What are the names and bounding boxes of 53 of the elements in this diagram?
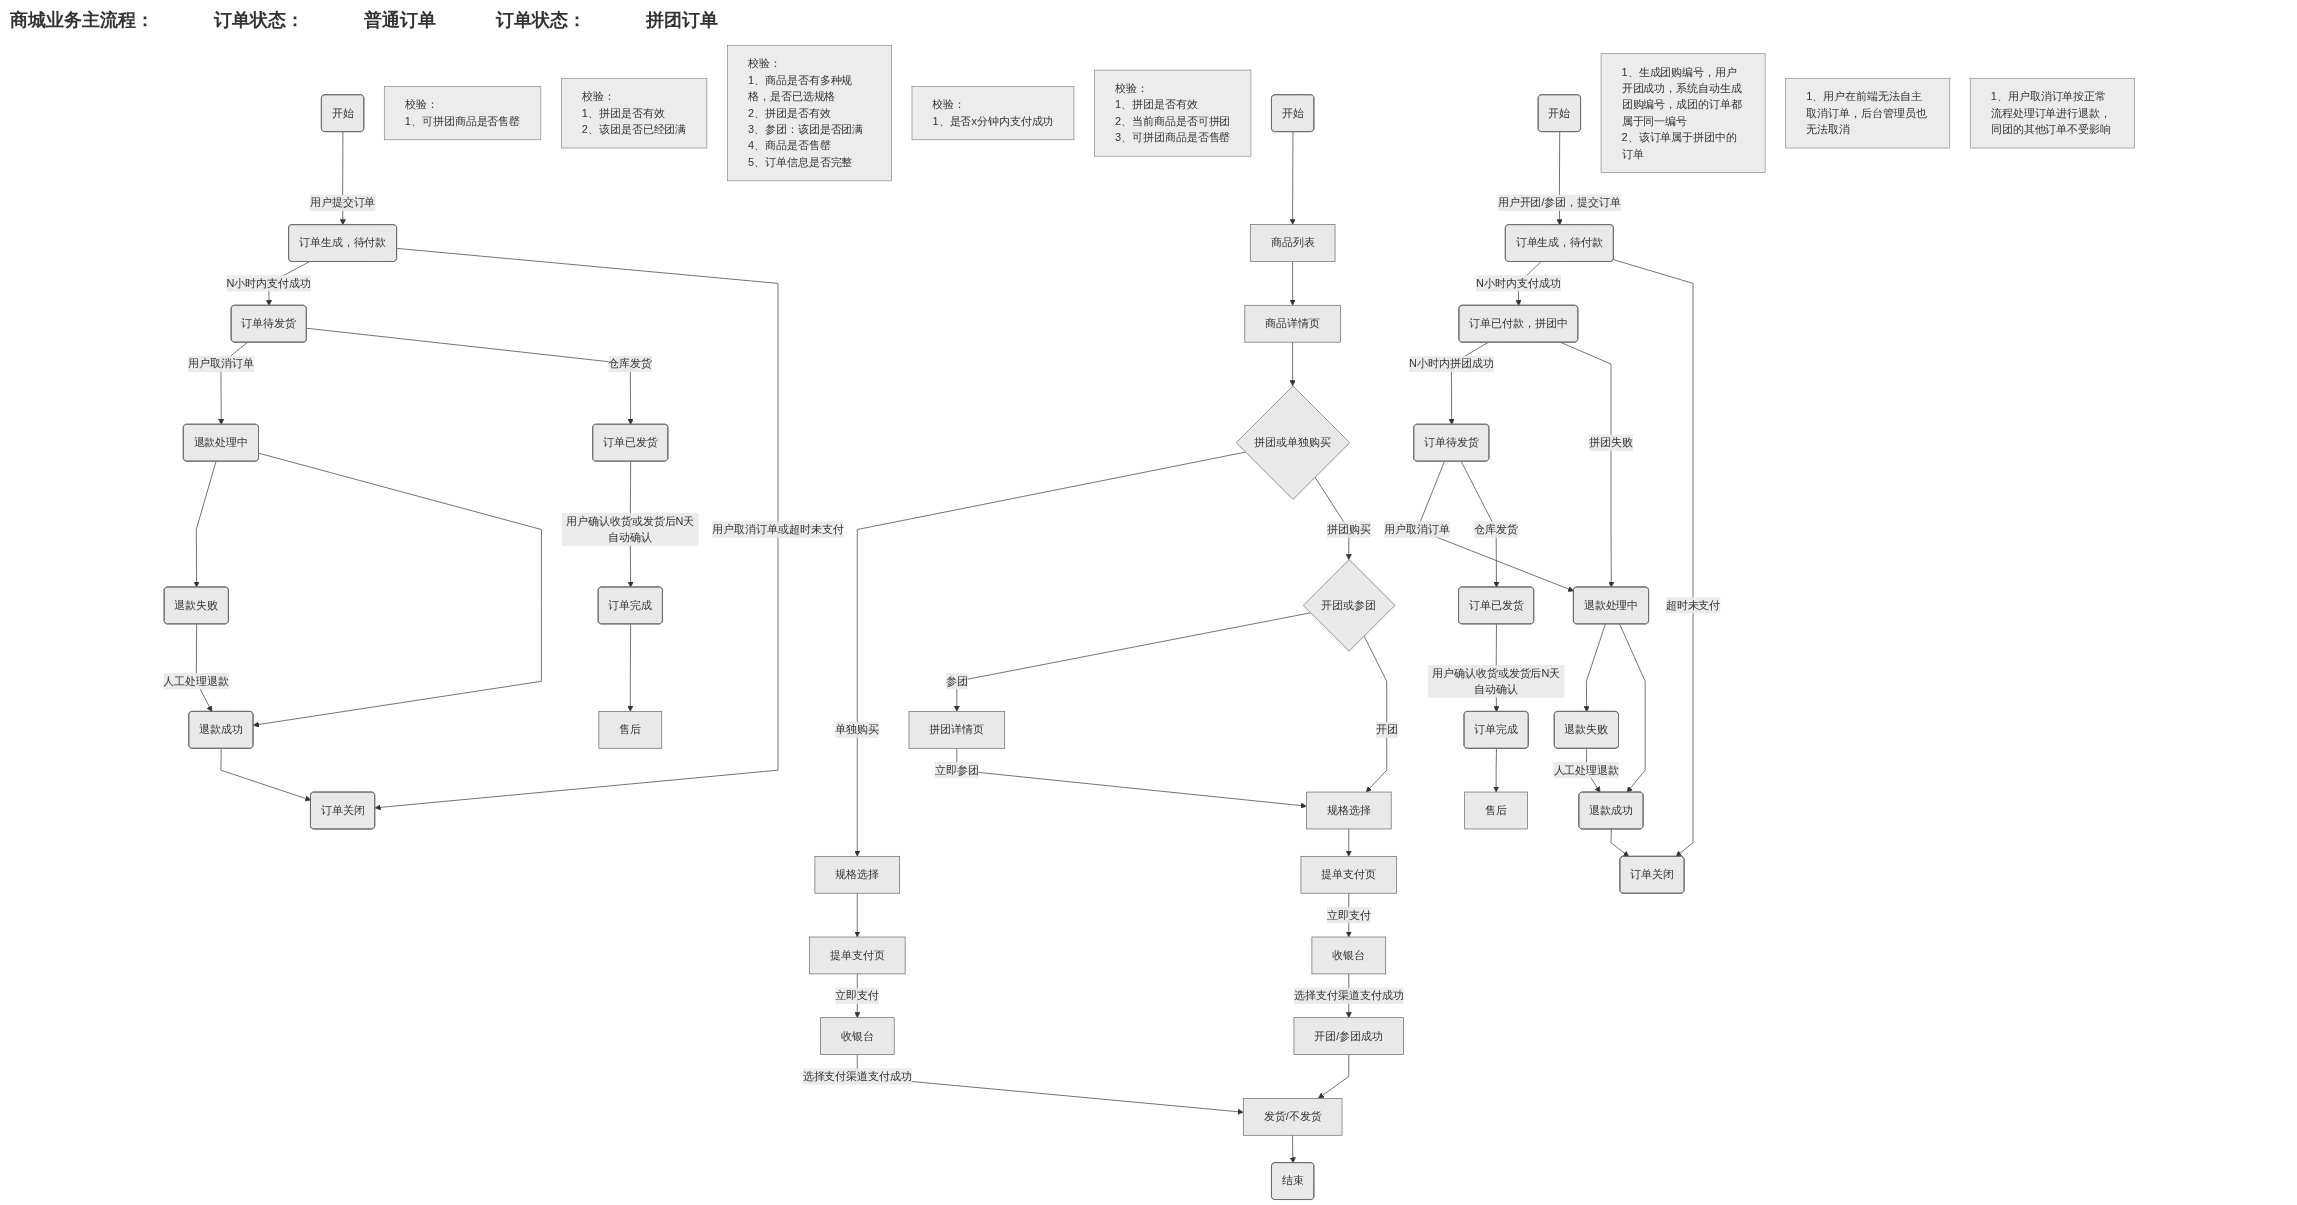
node-box: 1、用户取消订单按正常流程处理订单进行退款，同团的其他订单不受影响 — [1969, 77, 2135, 149]
node-diamond: 拼团或单独购买 — [1235, 385, 1350, 500]
node-box: 规格选择 — [814, 856, 900, 894]
node-box: 售后 — [1463, 791, 1528, 830]
edge-label: 仓库发货 — [608, 357, 652, 370]
edge-label: N小时内拼团成功 — [1408, 357, 1494, 370]
edge-label: 用户确认收货或发货后N天自动确认 — [1431, 666, 1560, 695]
node-box: 1、用户在前端无法自主取消订单，后台管理员也无法取消 — [1784, 77, 1950, 149]
edge-label: 超时未支付 — [1665, 599, 1720, 611]
edge-label: 用户确认收货或发货后N天自动确认 — [565, 515, 695, 544]
edge-label: 参团 — [945, 675, 968, 687]
node-box: 售后 — [598, 711, 662, 749]
node-box: 收银台 — [819, 1017, 895, 1055]
edge-label: 仓库发货 — [1473, 523, 1518, 535]
edge-label: N小时内支付成功 — [1475, 277, 1561, 289]
edge-label: 用户提交订单 — [309, 196, 375, 209]
node-box: 校验： 1、拼团是否有效 2、当前商品是否可拼团 3、可拼团商品是否售罄 — [1093, 69, 1251, 157]
edge-label: 立即参团 — [934, 764, 979, 776]
edge-label: 人工处理退款 — [163, 675, 229, 687]
edge-label: 选择支付渠道支付成功 — [802, 1070, 912, 1082]
edge-label: 立即支付 — [1326, 908, 1371, 921]
edge-label: 用户开团/参团，提交订单 — [1497, 196, 1621, 209]
edge-label: 用户取消订单 — [187, 357, 254, 370]
edge-label: 单独购买 — [834, 723, 879, 736]
node-box: 规格选择 — [1305, 791, 1392, 830]
section-heading: 拼团订单 — [646, 9, 718, 32]
node-box: 提单支付页 — [808, 936, 906, 975]
edge-label: 拼团购买 — [1326, 523, 1371, 535]
node-box: 商品详情页 — [1244, 304, 1341, 343]
node-box: 校验： 1、商品是否有多种规格，是否已选规格 2、拼团是否有效 3、参团：该团是否团满 4、商品是否售罄 5、订单信息是否完整 — [726, 45, 892, 182]
node-box: 开团/参团成功 — [1293, 1017, 1404, 1055]
edge-label: 用户取消订单 — [1383, 523, 1450, 535]
section-heading: 订单状态： — [214, 9, 304, 32]
node-box: 校验： 1、拼团是否有效 2、该团是否已经团满 — [560, 77, 707, 149]
edge-label: 立即支付 — [834, 989, 879, 1002]
section-heading: 普通订单 — [364, 9, 436, 32]
node-box: 拼团详情页 — [908, 711, 1005, 749]
node-diamond: 开团或参团 — [1302, 559, 1395, 652]
edge-label: 开团 — [1375, 723, 1398, 736]
node-box: 提单支付页 — [1300, 856, 1397, 894]
node-box: 收银台 — [1311, 936, 1386, 975]
diagram-title: 商城业务主流程： — [10, 9, 154, 32]
section-heading: 订单状态： — [496, 9, 586, 32]
edge-label: 拼团失败 — [1588, 436, 1633, 449]
edge-label: 用户取消订单或超时未支付 — [711, 523, 844, 535]
node-box: 校验： 1、是否x分钟内支付成功 — [911, 86, 1074, 141]
edge-label: N小时内支付成功 — [226, 277, 311, 289]
node-box: 商品列表 — [1249, 224, 1335, 262]
edge-label: 人工处理退款 — [1553, 764, 1619, 776]
node-box: 发货/不发货 — [1242, 1098, 1342, 1136]
node-box: 校验： 1、可拼团商品是否售罄 — [383, 86, 541, 141]
edge-label: 选择支付渠道支付成功 — [1293, 989, 1404, 1002]
node-box: 1、生成团购编号，用户开团成功，系统自动生成团购编号，成团的订单都属于同一编号 2、该订单属于拼团中的订单 — [1600, 53, 1766, 173]
